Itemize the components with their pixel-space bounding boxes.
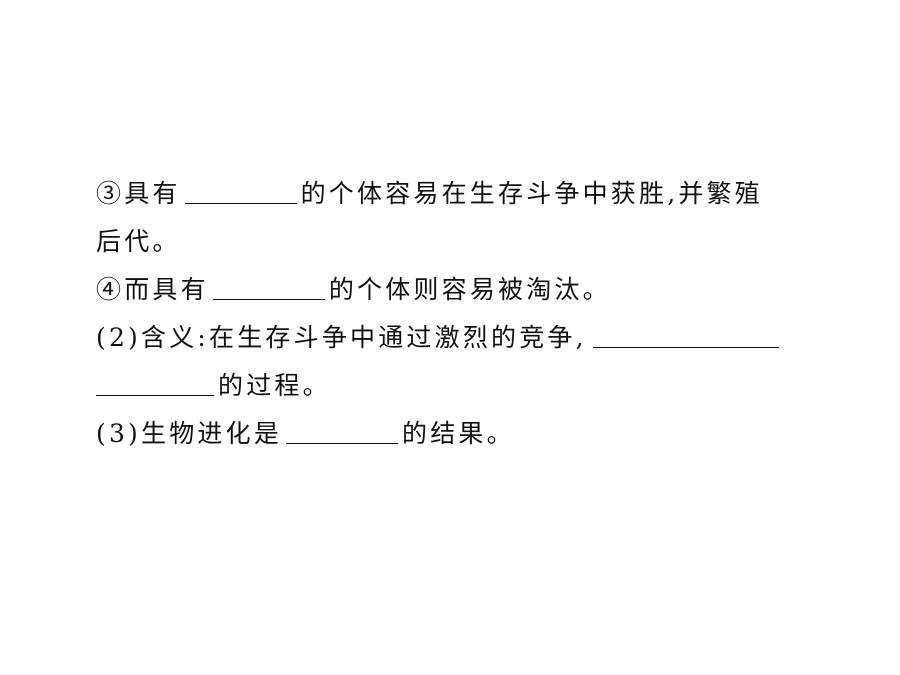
line-1-prefix: ③具有 bbox=[96, 179, 181, 208]
fill-in-blank-4[interactable] bbox=[286, 413, 399, 444]
text-line-4: (2)含义:在生存斗争中通过激烈的竞争, bbox=[96, 314, 826, 362]
line-1-suffix: 的个体容易在生存斗争中获胜,并繁殖 bbox=[300, 179, 763, 208]
line-6-prefix: (3)生物进化是 bbox=[96, 419, 283, 448]
text-line-1: ③具有 的个体容易在生存斗争中获胜,并繁殖 bbox=[96, 170, 826, 218]
text-line-5: 的过程。 bbox=[96, 362, 826, 410]
line-5-suffix: 的过程。 bbox=[218, 371, 331, 400]
line-3-suffix: 的个体则容易被淘汰。 bbox=[328, 275, 611, 304]
fill-in-blank-1[interactable] bbox=[184, 173, 297, 204]
line-3-prefix: ④而具有 bbox=[96, 275, 209, 304]
text-line-2: 后代。 bbox=[96, 218, 826, 266]
line-4-prefix: (2)含义:在生存斗争中通过激烈的竞争, bbox=[96, 323, 587, 352]
line-6-suffix: 的结果。 bbox=[402, 419, 515, 448]
fill-in-blank-3b[interactable] bbox=[96, 365, 214, 396]
fill-in-blank-2[interactable] bbox=[212, 269, 325, 300]
document-body: ③具有的个体容易在生存斗争中获胜,并繁殖 后代。 ④而具有的个体则容易被淘汰。 … bbox=[96, 170, 826, 458]
line-2-text: 后代。 bbox=[96, 227, 181, 256]
text-line-6: (3)生物进化是 的结果。 bbox=[96, 410, 826, 458]
text-line-3: ④而具有 的个体则容易被淘汰。 bbox=[96, 266, 826, 314]
fill-in-blank-3a[interactable] bbox=[592, 317, 779, 348]
